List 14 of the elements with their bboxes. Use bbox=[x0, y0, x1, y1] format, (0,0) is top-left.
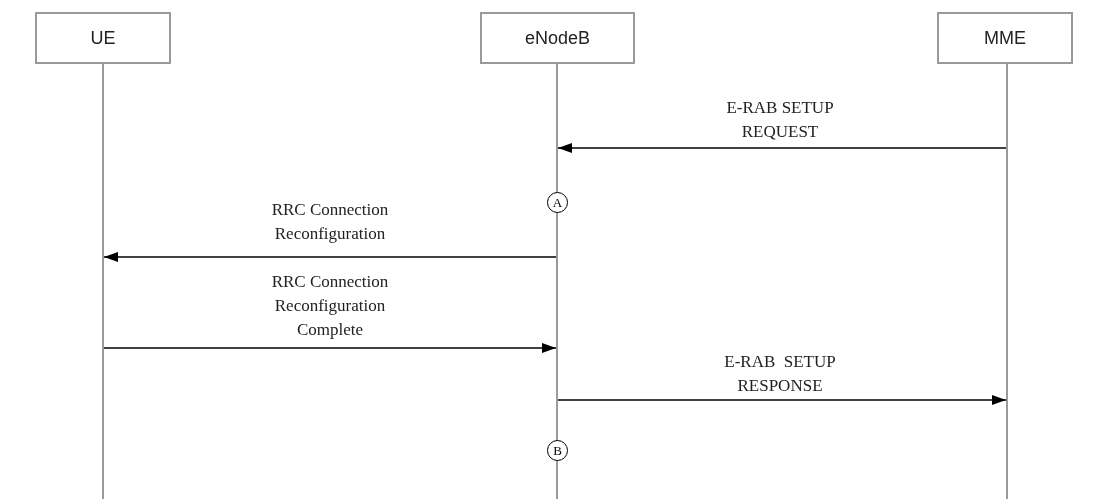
lifeline bbox=[102, 64, 104, 499]
lifeline bbox=[1006, 64, 1008, 499]
edge-label: RRC Connection Reconfiguration bbox=[270, 199, 390, 245]
message-arrow bbox=[557, 143, 1007, 153]
lifeline bbox=[556, 64, 558, 499]
entity-box: MME bbox=[937, 12, 1073, 64]
edge-label: RRC Connection Reconfiguration Complete bbox=[270, 271, 390, 341]
edge-label: E-RAB SETUP REQUEST bbox=[725, 97, 835, 143]
message-arrow bbox=[103, 343, 557, 353]
entity-box: eNodeB bbox=[480, 12, 635, 64]
message-arrow bbox=[557, 395, 1007, 405]
entity-box: UE bbox=[35, 12, 171, 64]
message-arrow bbox=[103, 252, 557, 262]
edge-label: E-RAB SETUP RESPONSE bbox=[723, 351, 837, 397]
